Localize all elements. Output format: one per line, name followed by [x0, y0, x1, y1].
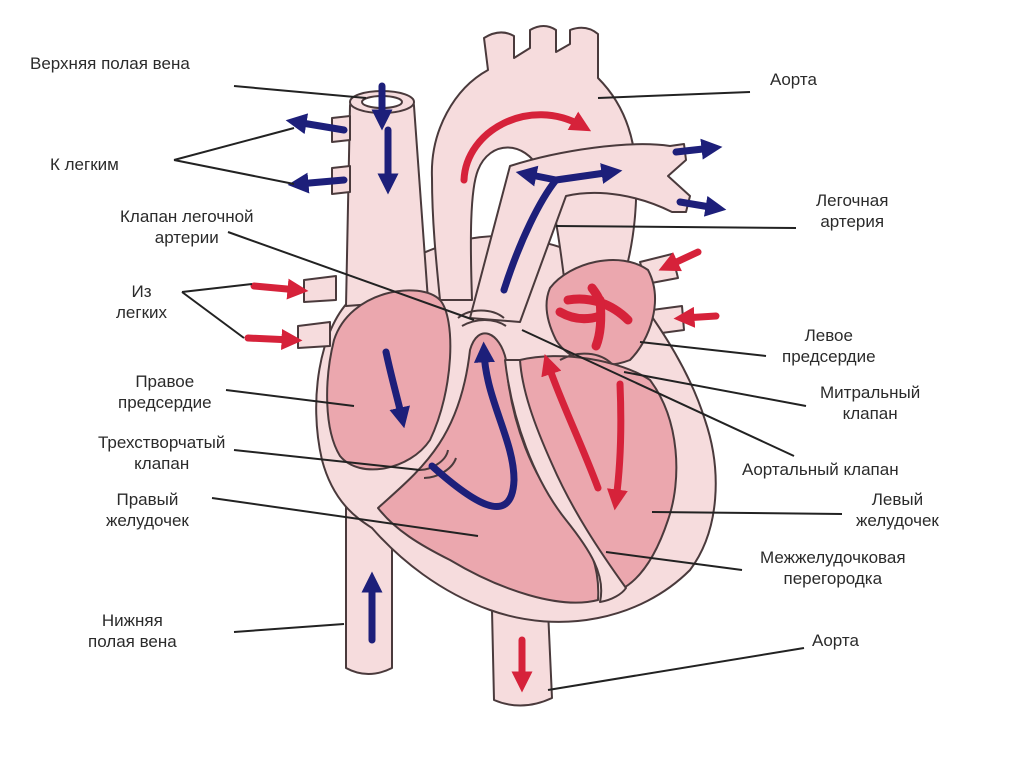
shape-group — [244, 111, 720, 693]
pulmonary-vein-left-upper — [303, 275, 337, 303]
label-pulmonary-artery: Легочная артерия — [816, 191, 889, 231]
leader-to-lungs-1 — [173, 127, 295, 161]
shape-group — [285, 82, 727, 644]
leader-right-atrium — [225, 389, 355, 407]
leader-ivc — [233, 623, 345, 633]
superior-vena-cava — [345, 93, 429, 307]
leader-aorta-bottom — [547, 647, 805, 691]
to-lungs-arrow-upper — [285, 113, 348, 135]
label-right-ventricle: Правый желудочек — [106, 490, 189, 530]
leader-svc — [233, 85, 367, 99]
leader-tricuspid — [233, 449, 421, 471]
shape-group — [326, 259, 678, 604]
lv-outflow-arrow — [541, 354, 602, 492]
mitral-valve-shape — [559, 352, 613, 365]
leader-aortic-valve — [521, 329, 795, 457]
from-lungs-arrow-upper — [250, 278, 309, 300]
label-aorta-bottom: Аорта — [812, 631, 859, 650]
leader-right-ventricle — [211, 497, 479, 537]
pulmonary-right-branch-arrow — [552, 163, 623, 184]
lv-inflow-arrow — [606, 380, 628, 511]
label-mitral-valve: Митральный клапан — [820, 383, 921, 423]
to-lungs-arrow-lower — [287, 172, 348, 194]
label-pulmonary-valve: Клапан легочной артерии — [120, 207, 254, 247]
leader-left-ventricle — [651, 511, 843, 515]
leader-pulmonary-artery — [555, 225, 797, 229]
rv-flow-arrow — [428, 341, 518, 510]
label-left-atrium: Левое предсердие — [782, 326, 876, 366]
shape-group — [173, 85, 843, 691]
label-from-lungs: Из легких — [116, 282, 168, 322]
aorta-flow-arrow — [460, 111, 592, 184]
pv-arrow-right-upper — [658, 248, 702, 272]
leader-aorta-top — [597, 91, 751, 99]
label-aorta-top: Аорта — [770, 70, 817, 89]
left-atrium-vessels — [555, 283, 633, 351]
heart-shape — [587, 283, 605, 309]
pulmonary-left-branch-arrow — [515, 165, 560, 187]
heart-shape — [555, 307, 605, 324]
right-atrium-chamber — [326, 289, 452, 471]
from-lungs-arrow-lower — [244, 329, 303, 351]
pulmonary-vein-left-lower — [297, 321, 331, 349]
label-to-lungs: К легким — [50, 155, 119, 174]
pulmonary-trunk — [469, 143, 691, 323]
label-septum: Межжелудочковая перегородка — [760, 548, 906, 588]
label-tricuspid-valve: Трехстворчатый клапан — [98, 433, 226, 473]
leader-from-lungs-2 — [181, 291, 245, 339]
label-right-atrium: Правое предсердие — [118, 372, 212, 412]
leader-from-lungs-1 — [181, 283, 253, 293]
label-inferior-vena-cava: Нижняя полая вена — [88, 611, 177, 651]
pv-arrow-right-lower — [673, 306, 720, 328]
septum — [504, 359, 627, 603]
pa-out-arrow-lower — [676, 195, 727, 217]
leader-mitral — [623, 371, 807, 407]
label-aortic-valve: Аортальный клапан — [742, 460, 899, 479]
leader-septum — [605, 551, 743, 571]
pa-out-arrow-upper — [672, 138, 723, 160]
label-left-ventricle: Левый желудочек — [856, 490, 939, 530]
ra-flow-arrow — [382, 348, 410, 429]
leader-to-lungs-2 — [173, 159, 295, 185]
label-superior-vena-cava: Верхняя полая вена — [30, 54, 190, 73]
leader-left-atrium — [639, 341, 767, 357]
pulmonary-trunk-arrow — [500, 176, 560, 294]
leader-pulmonary-valve — [227, 231, 475, 321]
